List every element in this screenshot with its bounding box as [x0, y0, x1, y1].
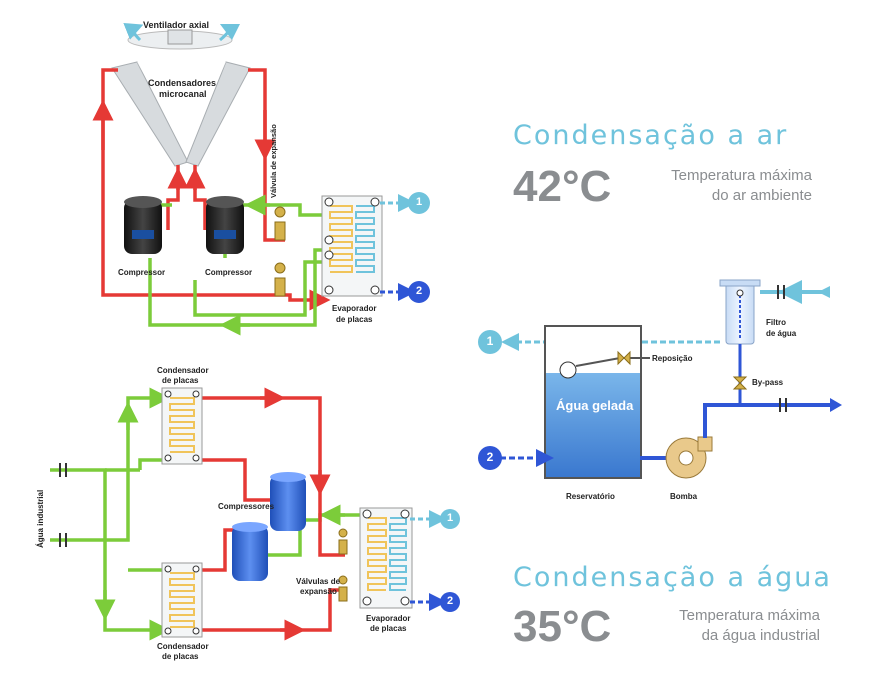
port-1-air [408, 192, 430, 214]
expansion-valve-w1 [338, 528, 348, 555]
air-cooled-circuit [92, 23, 430, 336]
port-2-tank [478, 446, 502, 470]
evaporator-label-1: Evaporador [332, 304, 377, 313]
cond-top-label-2: de placas [162, 376, 199, 385]
condenser-label-2: microcanal [159, 89, 207, 99]
air-title: Condensação a ar [513, 120, 789, 151]
pump [665, 436, 713, 479]
refrigerant-lines [200, 387, 345, 641]
evaporator-label-2: de placas [336, 315, 373, 324]
port-2-tank-label: 2 [486, 450, 494, 464]
microchannel-condensers [111, 61, 251, 167]
port-1-tank [478, 330, 502, 354]
port-2-air [408, 281, 430, 303]
condenser-label-1: Condensadores [148, 78, 217, 88]
water-temp: 35°C [513, 602, 612, 651]
filter-label-1: Filtro [766, 318, 786, 327]
inlet-valve-top [59, 463, 67, 477]
port-2-water-label: 2 [446, 595, 454, 607]
cond-bot-label-1: Condensador [157, 642, 209, 651]
port-1-air-label: 1 [415, 196, 423, 208]
plate-condenser-top [161, 387, 203, 465]
water-cooled-circuit [50, 387, 460, 641]
water-filter [719, 279, 761, 345]
air-desc-2: do ar ambiente [711, 187, 812, 204]
expansion-valve-w2 [338, 575, 348, 602]
industrial-water-label: Água industrial [36, 489, 45, 548]
compressor-label-1: Compressor [118, 268, 166, 277]
bypass-valve [732, 376, 748, 390]
water-desc-2: da água industrial [701, 627, 820, 644]
inlet-valve-right [777, 285, 785, 299]
air-temp: 42°C [513, 162, 612, 211]
axial-fan [123, 23, 241, 50]
compressor-left [124, 196, 162, 254]
plate-condenser-bottom [161, 562, 203, 638]
port-1-tank-label: 1 [486, 334, 494, 348]
chilled-water-label: Água gelada [556, 398, 634, 413]
valve-label-vertical: Válvula de expansão [269, 124, 278, 198]
compressors-label: Compressores [218, 502, 275, 511]
compressor-right [206, 196, 244, 254]
port-2-air-label: 2 [415, 285, 423, 297]
inlet-valve-bottom [59, 533, 67, 547]
port-2-water [440, 592, 460, 612]
evaporator-w-label-2: de placas [370, 624, 407, 633]
bypass-label: By-pass [752, 378, 784, 387]
fan-label: Ventilador axial [143, 20, 210, 30]
expansion-valve-1 [274, 206, 286, 241]
reservoir-label: Reservatório [566, 492, 615, 501]
chilled-water-system [478, 279, 842, 479]
plate-evaporator-water [359, 507, 413, 609]
valves-label-1: Válvulas de [296, 577, 341, 586]
cond-top-label-1: Condensador [157, 366, 209, 375]
pump-label: Bomba [670, 492, 698, 501]
compressor-blue-2 [232, 522, 268, 581]
plate-evaporator-air [321, 195, 383, 297]
compressor-blue-1 [270, 472, 306, 531]
cond-bot-label-2: de placas [162, 652, 199, 661]
water-title: Condensação a água [513, 562, 832, 593]
air-desc-1: Temperatura máxima [671, 167, 812, 184]
valves-label-2: expansão [300, 587, 337, 596]
expansion-valve-2 [274, 262, 286, 297]
port-1-water [440, 509, 460, 529]
compressor-label-2: Compressor [205, 268, 253, 277]
reservoir-tank [544, 325, 650, 479]
outlet-valve-right [779, 398, 787, 412]
industrial-water-lines [50, 387, 360, 641]
filter-label-2: de água [766, 329, 797, 338]
evaporator-w-label-1: Evaporador [366, 614, 411, 623]
refill-label: Reposição [652, 354, 693, 363]
water-desc-1: Temperatura máxima [679, 607, 820, 624]
port-1-water-label: 1 [446, 512, 454, 524]
